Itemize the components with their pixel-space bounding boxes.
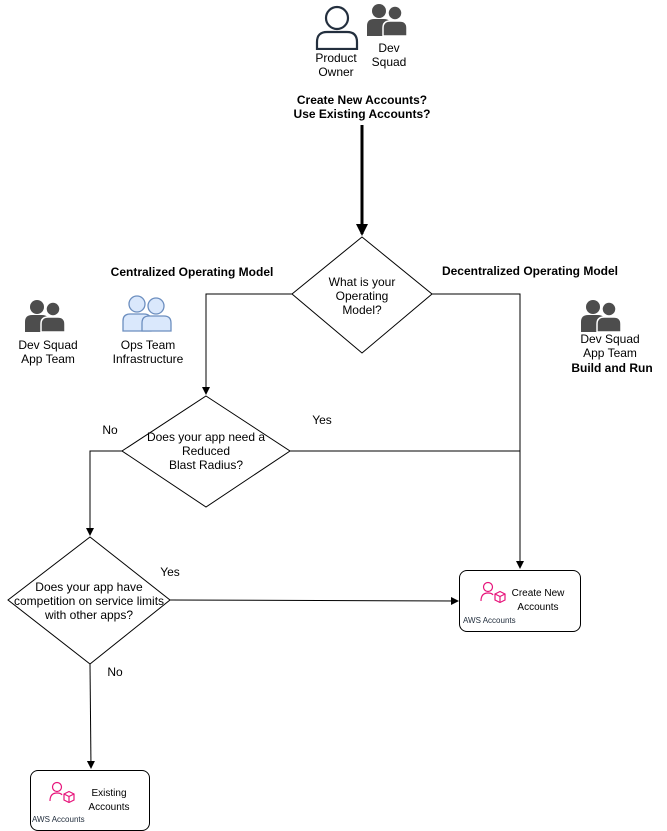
decision-blast-radius-diamond bbox=[121, 395, 291, 508]
dev-squad-right-label: Dev Squad App Team bbox=[580, 332, 640, 360]
build-and-run-label: Build and Run bbox=[571, 361, 653, 375]
blast-no-label: No bbox=[102, 423, 118, 437]
dev-squad-group-icon-left bbox=[25, 300, 66, 332]
blast-radius-question: Does your app need a Reduced Blast Radiu… bbox=[146, 430, 266, 472]
aws-accounts-label: AWS Accounts bbox=[32, 815, 85, 824]
limits-yes-connector bbox=[169, 596, 459, 605]
operating-model-question: What is your Operating Model? bbox=[328, 275, 396, 317]
blast-no-connector bbox=[86, 450, 122, 536]
dev-squad-group-icon-right bbox=[581, 300, 622, 332]
product-owner-icon bbox=[315, 5, 359, 50]
centralized-model-label: Centralized Operating Model bbox=[110, 265, 274, 279]
dev-squad-left-label: Dev Squad App Team bbox=[18, 338, 78, 366]
centralized-connector bbox=[202, 293, 292, 395]
existing-accounts-title: Existing Accounts bbox=[88, 788, 130, 813]
limits-yes-label: Yes bbox=[160, 565, 180, 579]
blast-yes-label: Yes bbox=[312, 413, 332, 427]
product-owner-label: Product Owner bbox=[315, 51, 357, 79]
aws-accounts-icon bbox=[49, 781, 75, 804]
limits-no-connector bbox=[86, 663, 95, 769]
decentralized-model-label: Decentralized Operating Model bbox=[441, 264, 619, 278]
ops-team-label: Ops Team Infrastructure bbox=[112, 338, 184, 366]
create-new-accounts-box: Create New Accounts AWS Accounts bbox=[459, 570, 581, 632]
limits-no-label: No bbox=[107, 665, 123, 679]
dev-squad-top-label: Dev Squad bbox=[371, 41, 407, 69]
accounts-question: Create New Accounts? Use Existing Accoun… bbox=[293, 93, 431, 121]
aws-accounts-label: AWS Accounts bbox=[463, 616, 516, 625]
existing-accounts-box: Existing Accounts AWS Accounts bbox=[30, 770, 150, 831]
aws-accounts-icon bbox=[480, 581, 506, 604]
ops-team-group-icon bbox=[122, 295, 172, 332]
create-new-accounts-title: Create New Accounts bbox=[511, 588, 565, 613]
decision-operating-model-diamond bbox=[291, 236, 433, 354]
service-limits-question: Does your app have competition on servic… bbox=[13, 580, 165, 622]
decentralized-connector bbox=[432, 293, 524, 569]
dev-squad-group-icon-top bbox=[367, 4, 408, 36]
